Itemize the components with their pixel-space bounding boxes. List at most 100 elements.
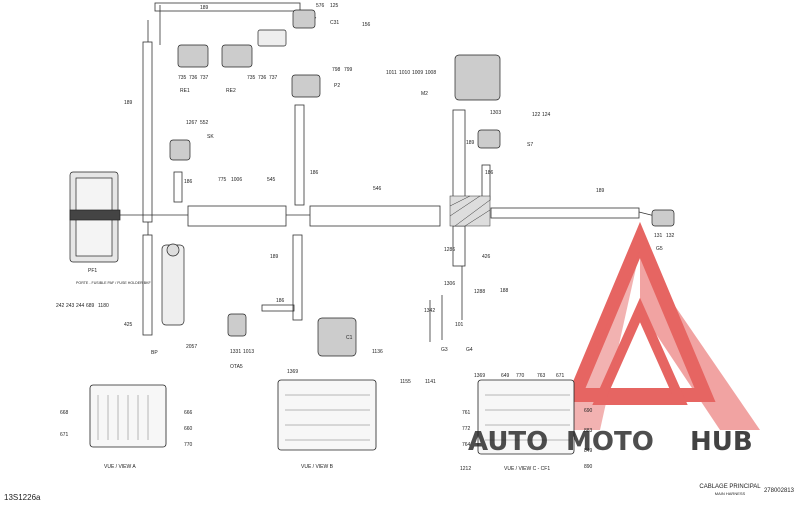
label-186d: 186 xyxy=(276,298,285,304)
watermark-hub: HUB xyxy=(690,427,753,457)
label-g4: G4 xyxy=(466,347,473,353)
label-view-c: VUE / VIEW C - CF1 xyxy=(504,466,550,472)
label-g5: G5 xyxy=(656,246,663,252)
label-690: 690 xyxy=(584,408,593,414)
label-576: 576 xyxy=(316,3,325,9)
label-1306: 1306 xyxy=(444,281,455,287)
label-view-b: VUE / VIEW B xyxy=(301,464,334,470)
connector-g5 xyxy=(651,209,675,227)
label-125: 125 xyxy=(330,3,339,9)
label-737b: 737 xyxy=(269,75,278,81)
label-1006: 1006 xyxy=(231,177,242,183)
harness-trunks xyxy=(120,2,656,342)
label-668: 668 xyxy=(60,410,69,416)
connector-ota5 xyxy=(227,313,247,337)
footer-code: 13S1226a xyxy=(4,493,41,502)
label-545: 545 xyxy=(267,177,276,183)
label-883: 883 xyxy=(584,428,593,434)
watermark-moto: MOTO xyxy=(566,427,654,457)
label-242: 242 xyxy=(56,303,65,309)
label-m2: M2 xyxy=(421,91,428,97)
label-798: 798 xyxy=(332,67,341,73)
connector-c1 xyxy=(317,317,357,357)
label-1212: 1212 xyxy=(460,466,471,472)
label-552: 552 xyxy=(200,120,209,126)
label-186a: 186 xyxy=(184,179,193,185)
label-131: 131 xyxy=(654,233,663,239)
label-770b: 770 xyxy=(516,373,525,379)
label-764: 764 xyxy=(462,442,471,448)
label-660: 660 xyxy=(184,426,193,432)
label-772: 772 xyxy=(462,426,471,432)
battery-bp xyxy=(161,244,185,326)
connector-c31 xyxy=(292,9,316,29)
label-189d: 189 xyxy=(270,254,279,260)
label-re1: RE1 xyxy=(180,88,190,94)
view-b-box xyxy=(277,379,377,451)
junction-block xyxy=(449,195,491,227)
watermark-auto: AUTO xyxy=(468,427,548,457)
label-244: 244 xyxy=(76,303,85,309)
label-pf1: PF1 xyxy=(88,268,97,274)
footer-ref: 278002813 xyxy=(763,488,794,494)
label-1286: 1286 xyxy=(444,247,455,253)
label-736: 736 xyxy=(189,75,198,81)
view-c-box xyxy=(477,379,575,455)
label-243: 243 xyxy=(66,303,75,309)
label-425: 425 xyxy=(124,322,133,328)
label-737: 737 xyxy=(200,75,209,81)
label-p2: P2 xyxy=(334,83,340,89)
label-188: 188 xyxy=(500,288,509,294)
part-labels: 189 576 125 C31 156 735 736 737 735 736 … xyxy=(56,3,675,472)
label-763: 763 xyxy=(537,373,546,379)
label-1141: 1141 xyxy=(425,379,436,385)
label-sk: SK xyxy=(207,134,214,140)
label-761: 761 xyxy=(462,410,471,416)
label-1010: 1010 xyxy=(399,70,410,76)
label-1008: 1008 xyxy=(425,70,436,76)
label-189b: 189 xyxy=(124,100,133,106)
label-1267: 1267 xyxy=(186,120,197,126)
label-156: 156 xyxy=(362,22,371,28)
label-671: 671 xyxy=(60,432,69,438)
label-189c: 189 xyxy=(466,140,475,146)
label-649: 649 xyxy=(501,373,510,379)
label-g3: G3 xyxy=(441,347,448,353)
label-186b: 186 xyxy=(310,170,319,176)
label-671b: 671 xyxy=(556,373,565,379)
label-s7: S7 xyxy=(527,142,533,148)
label-890: 890 xyxy=(584,464,593,470)
label-101: 101 xyxy=(455,322,464,328)
label-735: 735 xyxy=(178,75,187,81)
connector-m2 xyxy=(454,54,501,101)
label-189a: 189 xyxy=(200,5,209,11)
watermark-logo xyxy=(560,221,760,430)
label-2057: 2057 xyxy=(186,344,197,350)
label-pf1-note: PORTE - FUSIBLE PAF / FUSE HOLDER BKF xyxy=(76,281,152,285)
label-546: 546 xyxy=(373,186,382,192)
connector-re2 xyxy=(221,44,253,68)
label-1342: 1342 xyxy=(424,308,435,314)
label-1136: 1136 xyxy=(372,349,383,355)
label-1011: 1011 xyxy=(386,70,397,76)
label-1369b: 1369 xyxy=(474,373,485,379)
label-ota5: OTA5 xyxy=(230,364,243,370)
label-775: 775 xyxy=(218,177,227,183)
label-1369a: 1369 xyxy=(287,369,298,375)
label-1013: 1013 xyxy=(243,349,254,355)
label-735b: 735 xyxy=(247,75,256,81)
connector-sk xyxy=(169,139,191,161)
label-849: 849 xyxy=(584,448,593,454)
label-1303: 1303 xyxy=(490,110,501,116)
label-124: 124 xyxy=(542,112,551,118)
footer-subtitle: MAIN HARNESS xyxy=(714,491,746,496)
label-186c: 186 xyxy=(485,170,494,176)
label-c31: C31 xyxy=(330,20,339,26)
label-189e: 189 xyxy=(596,188,605,194)
label-666: 666 xyxy=(184,410,193,416)
label-1288: 1288 xyxy=(474,289,485,295)
label-re2: RE2 xyxy=(226,88,236,94)
label-view-a: VUE / VIEW A xyxy=(104,464,136,470)
label-c1: C1 xyxy=(346,335,353,341)
